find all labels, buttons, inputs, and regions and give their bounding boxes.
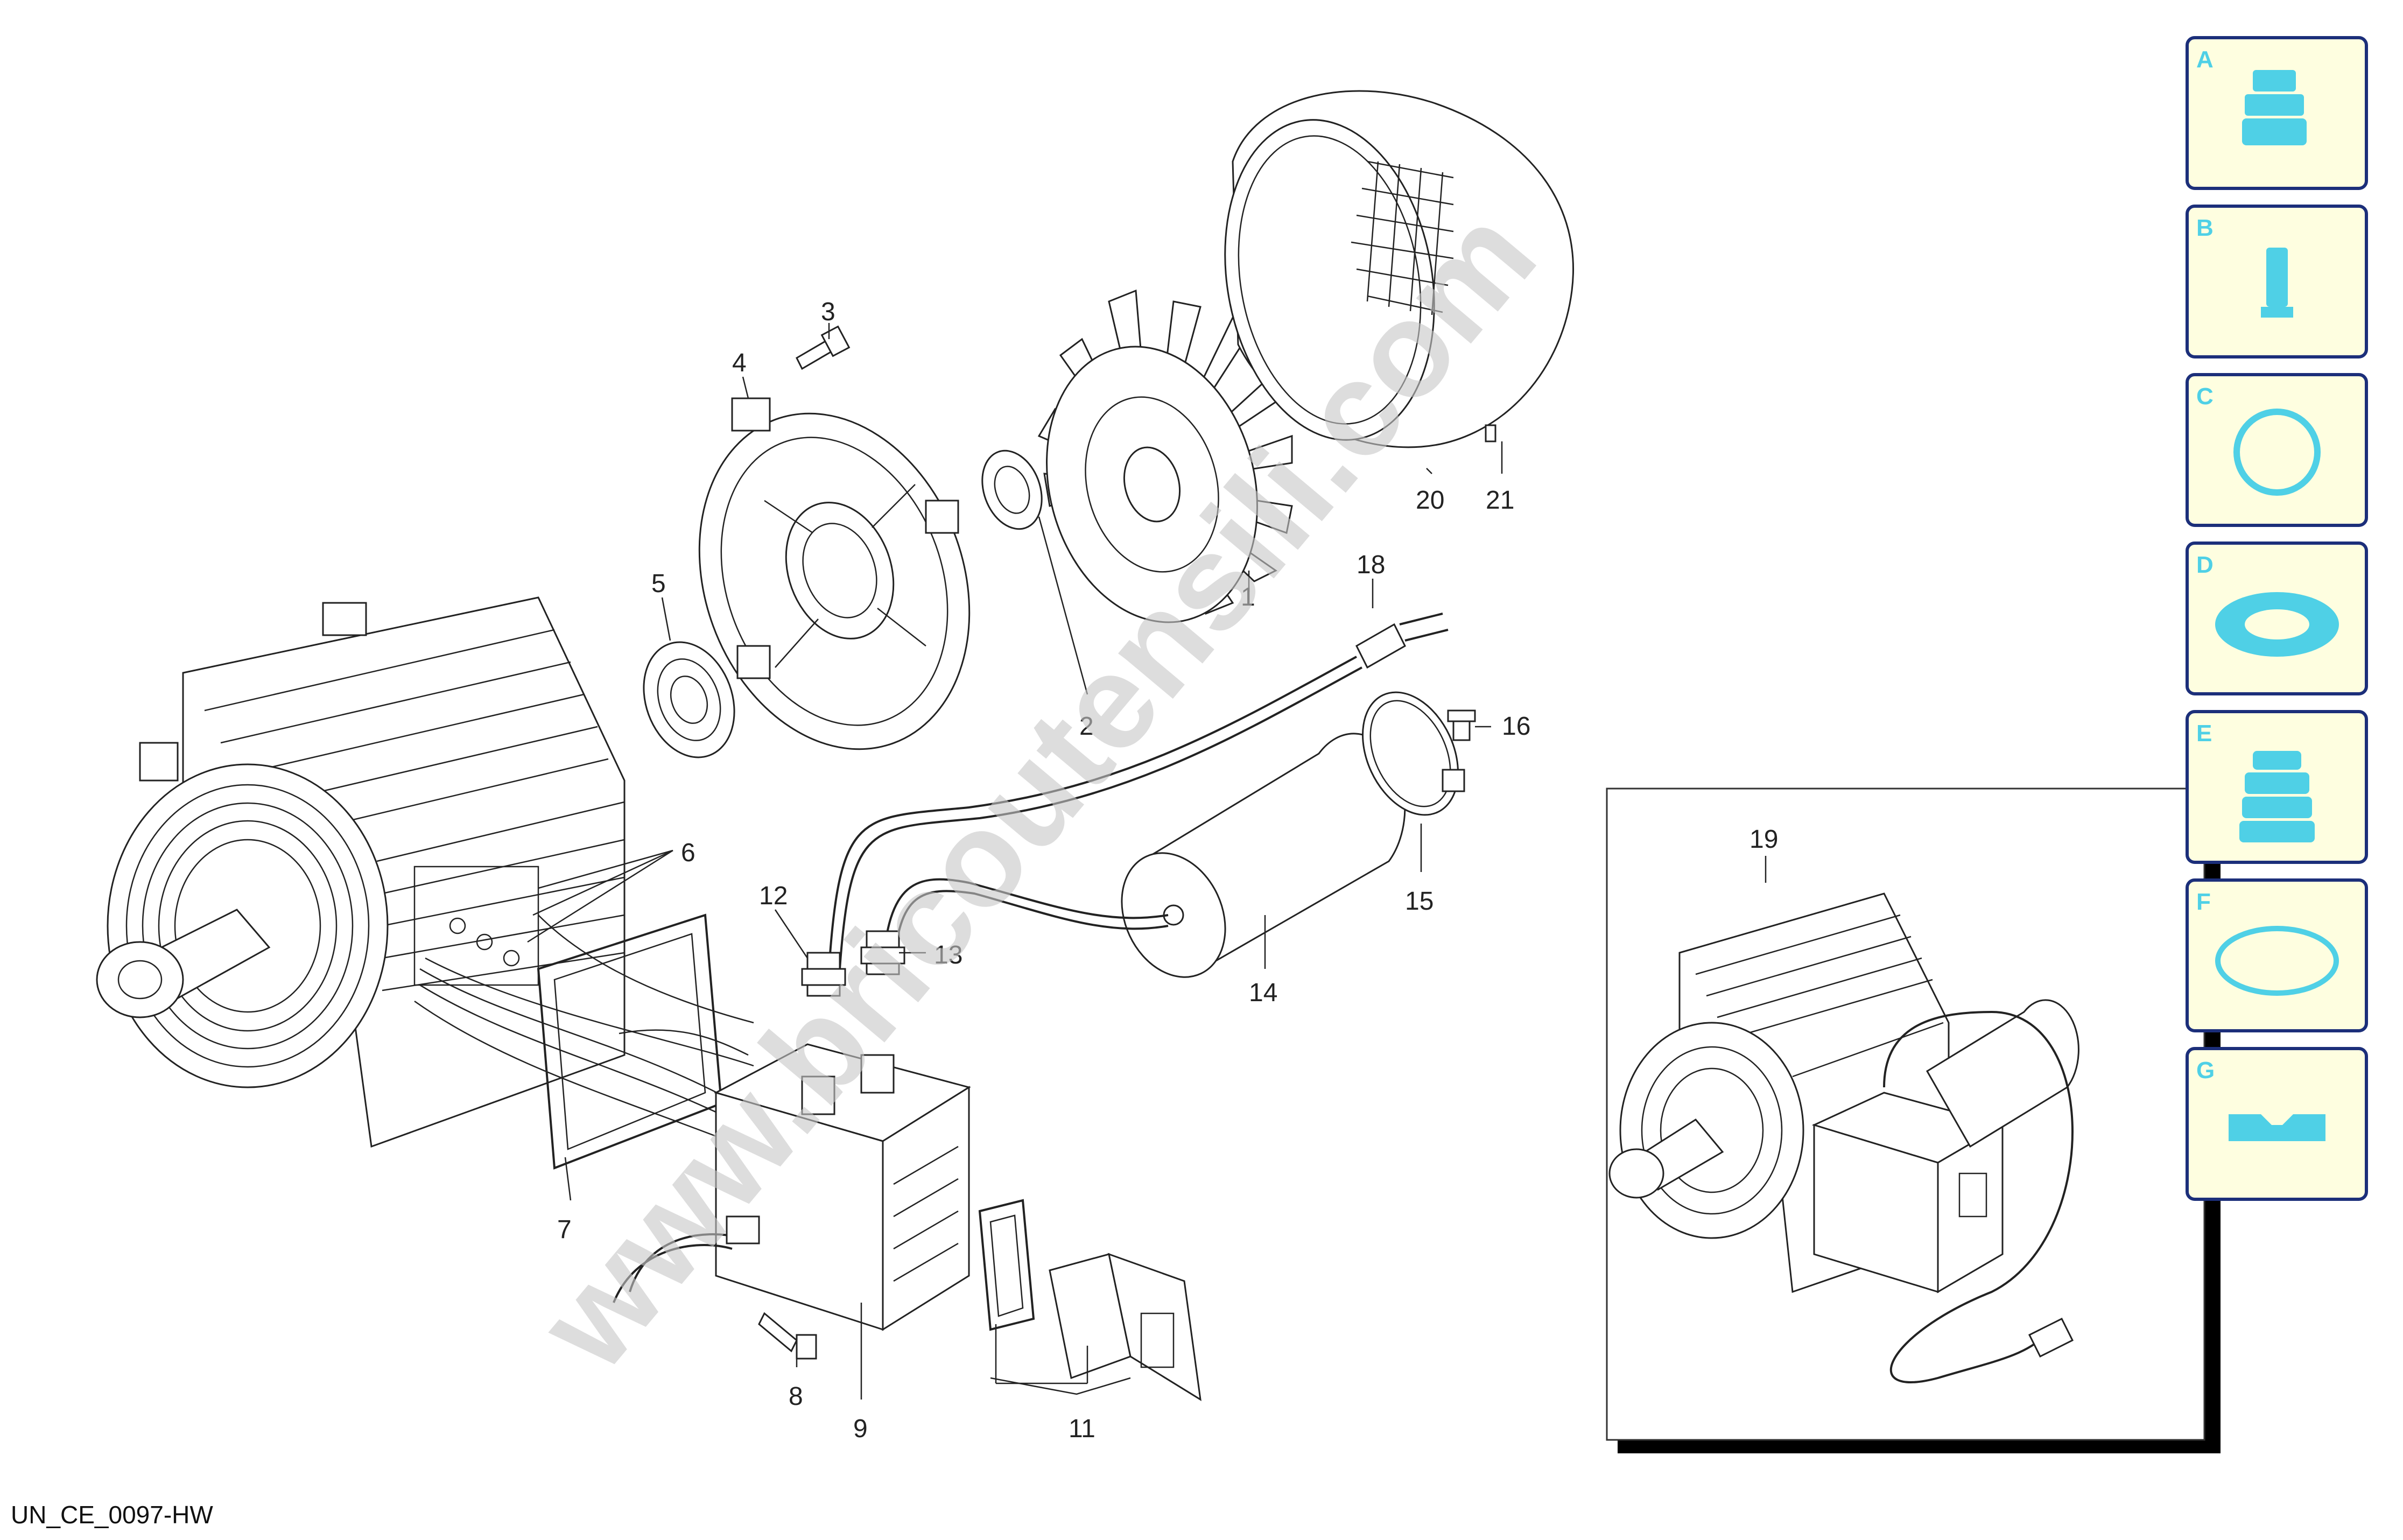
part-number-5: 5 [651,569,666,598]
diagram-code: UN_CE_0097-HW [11,1501,213,1529]
screw-16 [1447,709,1476,741]
key-icon [2229,1114,2325,1141]
tab-a[interactable]: A [2186,36,2368,190]
clamp-15 [1362,691,1465,816]
seal-2 [981,449,1043,530]
seal-ring-icon [2215,592,2339,657]
part-number-9: 9 [853,1415,868,1443]
part-number-18: 18 [1357,551,1385,579]
part-number-4: 4 [732,349,747,377]
part-number-19: 19 [1749,825,1778,854]
svg-text:G: G [2196,1057,2215,1084]
bearing-5 [643,641,735,758]
screw-8 [758,1312,817,1360]
part-number-11: 11 [1069,1415,1095,1443]
svg-text:B: B [2196,215,2214,241]
part-labels: 1 2 3 4 5 6 7 8 9 11 12 13 14 15 16 18 1… [557,298,1778,1443]
svg-text:E: E [2196,720,2212,747]
svg-text:C: C [2196,383,2214,410]
part-number-12: 12 [759,882,788,910]
part-number-15: 15 [1405,887,1434,916]
capacitor-14 [1121,733,1406,978]
motor-icon [2242,70,2307,145]
ring-icon [2233,409,2321,496]
part-number-16: 16 [1502,712,1530,741]
end-shield-4 [698,397,971,750]
svg-text:A: A [2196,46,2214,73]
bellows-icon [2239,751,2315,842]
o-ring-icon [2215,926,2339,996]
motor-housing [96,596,626,1148]
fan-1 [1037,289,1293,623]
part-number-8: 8 [789,1382,803,1411]
part-number-20: 20 [1416,486,1444,515]
part-number-13: 13 [934,941,962,969]
capacitor-lead [882,878,1169,969]
part-number-6: 6 [681,839,695,867]
cable-gland-12 [801,952,846,997]
part-number-14: 14 [1249,979,1277,1007]
leader-lines [527,323,1767,1400]
tab-e[interactable]: E [2186,710,2368,864]
screw-21 [1485,424,1496,442]
tab-d[interactable]: D [2186,542,2368,695]
screw-3 [796,325,851,370]
category-tabs[interactable]: A B C D [2186,36,2368,1201]
svg-text:D: D [2196,552,2214,578]
part-number-7: 7 [557,1215,572,1244]
tab-g[interactable]: G [2186,1047,2368,1201]
tab-b[interactable]: B [2186,205,2368,358]
fan-cover-20 [1224,90,1575,448]
inset-assembly-19 [1606,787,2221,1453]
motor-wires [414,915,754,1148]
part-number-3: 3 [821,298,835,326]
part-number-2: 2 [1079,712,1094,741]
terminal-box-9 [613,1043,971,1331]
power-cord-18 [828,613,1449,969]
svg-text:F: F [2196,889,2211,915]
part-number-21: 21 [1486,486,1514,515]
switch-11 [978,1199,1202,1401]
tab-f[interactable]: F [2186,878,2368,1032]
part-number-1: 1 [1241,583,1255,611]
tab-c[interactable]: C [2186,373,2368,527]
shaft-icon [2261,248,2293,318]
